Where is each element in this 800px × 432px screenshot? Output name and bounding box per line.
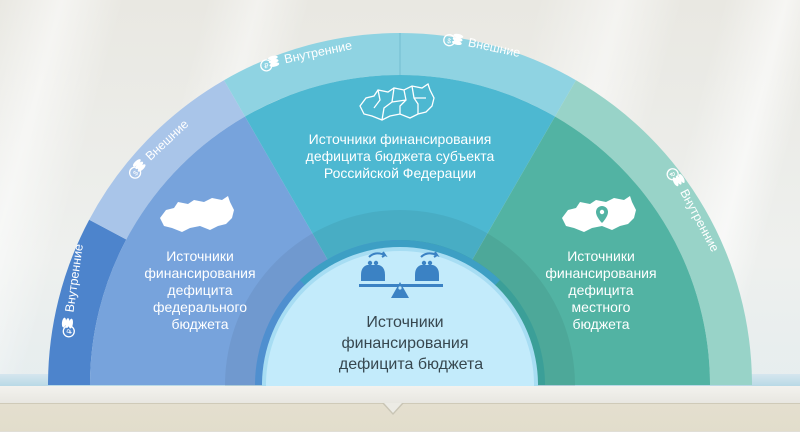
federal-internal-label: ₽ Внутренние: [57, 243, 88, 339]
svg-text:$: $: [446, 38, 451, 46]
subject-external-label: $ Внешние: [441, 28, 522, 62]
subject-segment-label: Источники финансирования дефицита бюджет…: [290, 131, 510, 182]
label-line: финансирования: [545, 265, 657, 281]
local-segment-label: Источники финансирования дефицита местно…: [541, 248, 661, 333]
russia-map-pin-icon: [562, 196, 636, 232]
label-line: дефицита бюджета: [338, 356, 484, 373]
label-line: бюджета: [171, 316, 229, 332]
ruble-coins-icon: ₽: [260, 55, 280, 72]
label-line: местного: [571, 299, 631, 315]
scales-with-purses-icon: [359, 251, 443, 298]
federal-segment-label: Источники финансирования дефицита федера…: [140, 248, 260, 333]
subject-internal-band[interactable]: [224, 33, 400, 117]
label-line: Российской Федерации: [323, 165, 477, 181]
svg-text:$: $: [132, 170, 140, 178]
label-line: бюджета: [572, 316, 630, 332]
federal-external-band[interactable]: [89, 80, 245, 240]
label-line: Источники: [366, 314, 444, 331]
chevron-down-icon-inner: [384, 403, 402, 413]
label-line: Источники финансирования: [308, 131, 492, 147]
label-line: дефицита бюджета субъекта: [305, 148, 495, 164]
ruble-coins-icon: ₽: [61, 317, 75, 338]
svg-text:₽: ₽: [667, 171, 676, 179]
label-line: финансирования: [341, 335, 469, 352]
label-line: Источники: [567, 248, 635, 264]
svg-text:₽: ₽: [263, 62, 270, 71]
dollar-coins-icon: $: [128, 159, 146, 179]
local-internal-label: ₽ Внутренние: [663, 163, 723, 255]
dollar-coins-icon: $: [443, 33, 464, 47]
label-line: дефицита: [568, 282, 634, 298]
russia-map-solid-icon: [160, 196, 234, 232]
federal-internal-band[interactable]: [47, 219, 127, 385]
federal-external-label: $ Внешние: [122, 115, 192, 182]
ruble-coins-icon: ₽: [666, 168, 685, 187]
label-line: Источники: [166, 248, 234, 264]
subject-external-band[interactable]: [400, 33, 576, 117]
svg-text:₽: ₽: [66, 328, 75, 334]
bottom-shelf: [0, 386, 800, 404]
subject-internal-label: ₽ Внутренние: [257, 36, 354, 73]
local-internal-band[interactable]: [555, 80, 752, 385]
center-label: Источники финансирования дефицита бюджет…: [320, 312, 490, 375]
label-line: финансирования: [144, 265, 256, 281]
label-line: федерального: [152, 299, 248, 315]
subject-segment[interactable]: [245, 74, 555, 386]
russia-regions-outline-icon: [359, 82, 435, 121]
label-line: дефицита: [167, 282, 233, 298]
center-circle[interactable]: [266, 251, 534, 432]
